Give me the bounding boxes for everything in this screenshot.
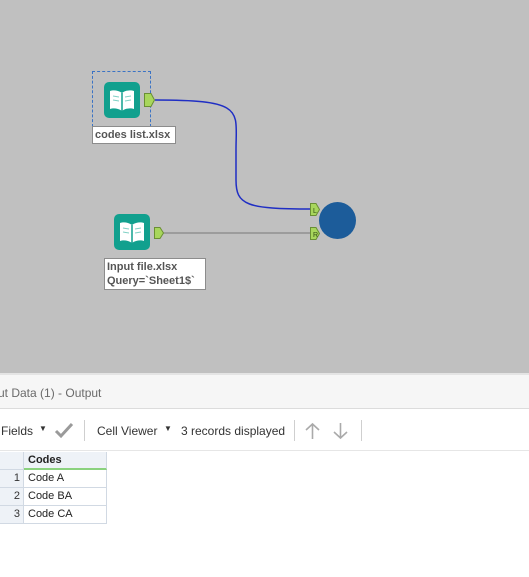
tool-label: Input file.xlsx Query=`Sheet1$` bbox=[104, 258, 206, 290]
row-number: 3 bbox=[0, 506, 24, 524]
panel-divider[interactable] bbox=[0, 373, 529, 375]
cell-viewer-dropdown[interactable]: Cell Viewer bbox=[97, 424, 158, 438]
tool-label-line: Query=`Sheet1$` bbox=[107, 275, 195, 287]
book-icon bbox=[110, 90, 134, 111]
tool-label-line: Input file.xlsx bbox=[107, 261, 178, 273]
browse-tool[interactable] bbox=[319, 202, 356, 239]
toolbar-separator bbox=[361, 420, 362, 441]
arrow-up-icon[interactable] bbox=[304, 422, 321, 440]
table-cell[interactable]: Code CA bbox=[24, 506, 107, 524]
table-cell[interactable]: Code A bbox=[24, 470, 107, 488]
table-cell[interactable]: Code BA bbox=[24, 488, 107, 506]
tool-label-text: codes list.xlsx bbox=[95, 129, 171, 141]
input-anchor-right-text: R bbox=[313, 232, 318, 239]
toolbar-separator bbox=[84, 420, 85, 441]
tool-label: codes list.xlsx bbox=[92, 126, 176, 144]
input-tool-input[interactable] bbox=[114, 214, 150, 250]
input-anchor-right[interactable]: R bbox=[310, 227, 320, 240]
results-grid: Codes 1 Code A 2 Code BA 3 Code CA bbox=[0, 452, 107, 524]
output-anchor[interactable] bbox=[144, 93, 155, 107]
checkmark-icon[interactable] bbox=[54, 422, 74, 439]
input-tool-codes[interactable] bbox=[104, 82, 140, 118]
results-title: ut Data (1) - Output bbox=[0, 386, 102, 400]
column-header-codes[interactable]: Codes bbox=[24, 452, 107, 470]
output-anchor[interactable] bbox=[154, 227, 164, 239]
toolbar-separator bbox=[294, 420, 295, 441]
row-number: 1 bbox=[0, 470, 24, 488]
table-row[interactable]: 1 Code A bbox=[0, 470, 107, 488]
results-toolbar: Fields ▼ Cell Viewer ▼ 3 records display… bbox=[0, 409, 529, 451]
table-row[interactable]: 2 Code BA bbox=[0, 488, 107, 506]
book-icon bbox=[120, 222, 144, 243]
chevron-down-icon[interactable]: ▼ bbox=[164, 424, 172, 433]
grid-corner[interactable] bbox=[0, 452, 24, 470]
records-count: 3 records displayed bbox=[181, 424, 286, 438]
workflow-canvas[interactable] bbox=[0, 0, 529, 373]
input-anchor-left[interactable]: L bbox=[310, 203, 320, 216]
input-anchor-left-text: L bbox=[313, 208, 317, 215]
grid-header-row: Codes bbox=[0, 452, 107, 470]
arrow-down-icon[interactable] bbox=[332, 422, 349, 440]
row-number: 2 bbox=[0, 488, 24, 506]
fields-dropdown[interactable]: Fields bbox=[1, 424, 34, 438]
results-header: ut Data (1) - Output bbox=[0, 375, 529, 409]
chevron-down-icon[interactable]: ▼ bbox=[39, 424, 47, 433]
table-row[interactable]: 3 Code CA bbox=[0, 506, 107, 524]
